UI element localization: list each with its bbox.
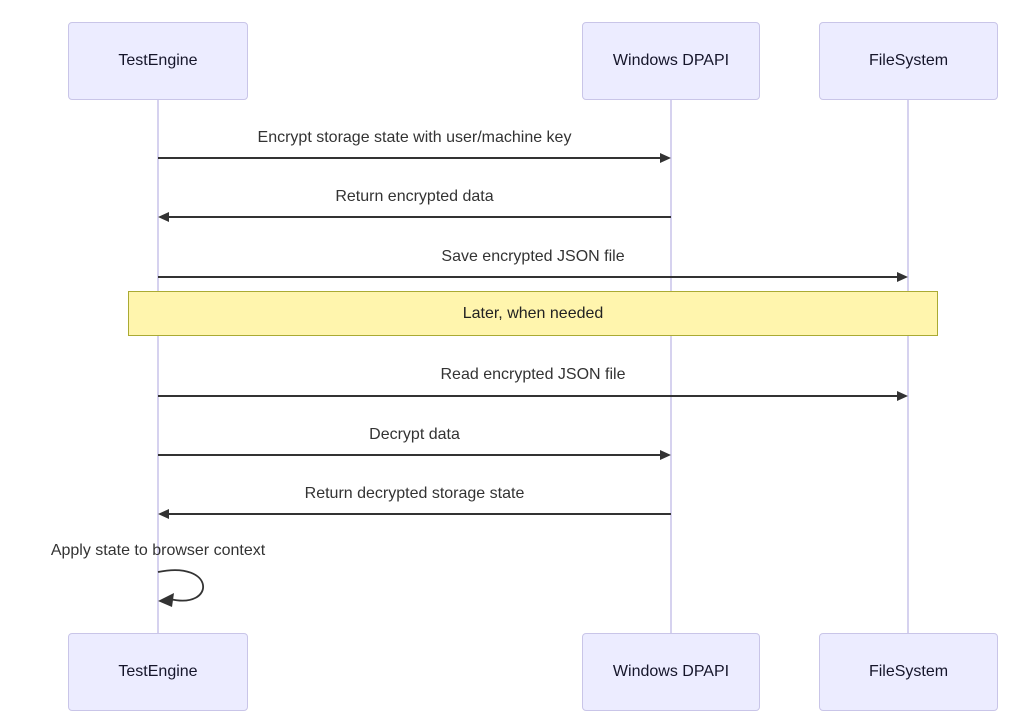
actor-label: FileSystem [868,52,949,69]
actor-bottom-filesystem: FileSystem [819,633,998,711]
lifeline-testengine [157,100,159,634]
lifeline-filesystem [907,100,909,634]
arrowhead-right-icon [660,153,671,163]
actor-label: TestEngine [118,52,198,69]
message-label: Save encrypted JSON file [441,248,625,265]
message-line [158,454,660,456]
message-label: Return encrypted data [335,188,494,205]
message-line [169,513,671,515]
message-label: Read encrypted JSON file [440,366,626,383]
arrowhead-left-icon [158,509,169,519]
actor-label: Windows DPAPI [612,52,730,69]
actor-top-windows-dpapi: Windows DPAPI [582,22,760,100]
arrowhead-right-icon [897,272,908,282]
actor-top-testengine: TestEngine [68,22,248,100]
message-label: Encrypt storage state with user/machine … [257,129,572,146]
message-label: Return decrypted storage state [304,485,525,502]
actor-bottom-testengine: TestEngine [68,633,248,711]
actor-label: FileSystem [868,663,949,680]
note-label: Later, when needed [462,304,604,322]
message-line [158,395,897,397]
message-line [158,276,897,278]
message-line [169,216,671,218]
note-later-when-needed: Later, when needed [128,291,938,336]
self-message-label: Apply state to browser context [50,542,266,559]
arrowhead-left-icon [158,212,169,222]
message-line [158,157,660,159]
actor-label: Windows DPAPI [612,663,730,680]
actor-bottom-windows-dpapi: Windows DPAPI [582,633,760,711]
arrowhead-right-icon [897,391,908,401]
lifeline-windows-dpapi [670,100,672,634]
actor-label: TestEngine [118,663,198,680]
message-label: Decrypt data [369,426,460,443]
actor-top-filesystem: FileSystem [819,22,998,100]
arrowhead-right-icon [660,450,671,460]
